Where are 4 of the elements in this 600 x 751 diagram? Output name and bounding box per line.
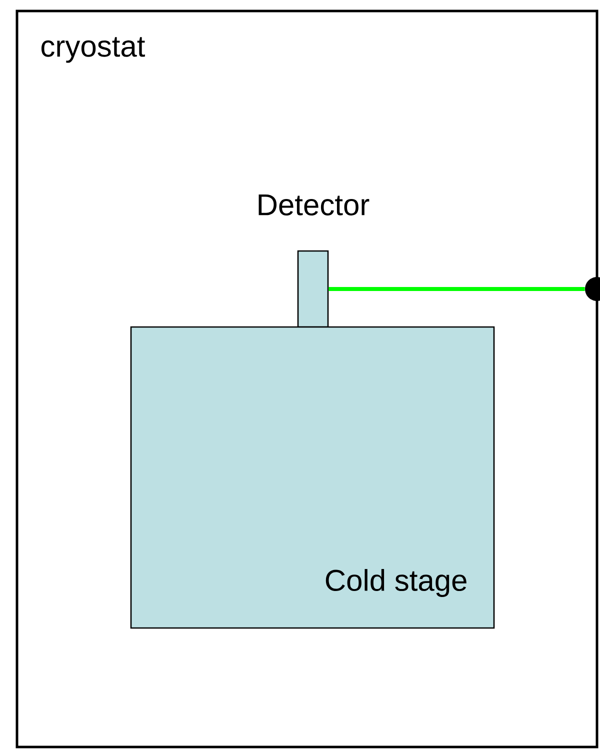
connector-line	[328, 287, 585, 291]
box-label: cryostat	[41, 37, 145, 63]
box-label: Detector	[258, 194, 370, 216]
box-label: Cold stage	[326, 569, 466, 597]
